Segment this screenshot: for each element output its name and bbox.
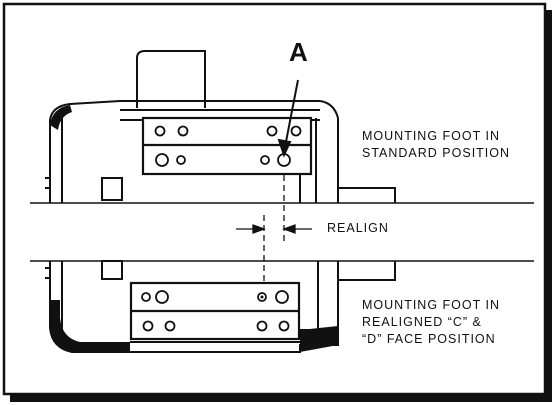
shaft-top bbox=[338, 187, 396, 203]
shaft-bottom bbox=[337, 261, 396, 281]
realign-dimension bbox=[236, 175, 312, 300]
label-realigned-line3: “D” FACE POSITION bbox=[362, 332, 496, 346]
mounting-foot-bottom bbox=[129, 281, 301, 341]
label-standard-line1: MOUNTING FOOT IN bbox=[362, 129, 500, 143]
label-realigned-line2: REALIGNED “C” & bbox=[362, 315, 482, 329]
label-realigned-line1: MOUNTING FOOT IN bbox=[362, 298, 500, 312]
label-standard-line2: STANDARD POSITION bbox=[362, 146, 511, 160]
motor-body-top bbox=[49, 100, 339, 203]
label-realign: REALIGN bbox=[327, 221, 389, 235]
conduit-box-top bbox=[136, 50, 206, 108]
mounting-foot-top bbox=[141, 116, 313, 176]
callout-arrow bbox=[277, 79, 299, 158]
callout-letter-a: A bbox=[289, 37, 309, 67]
